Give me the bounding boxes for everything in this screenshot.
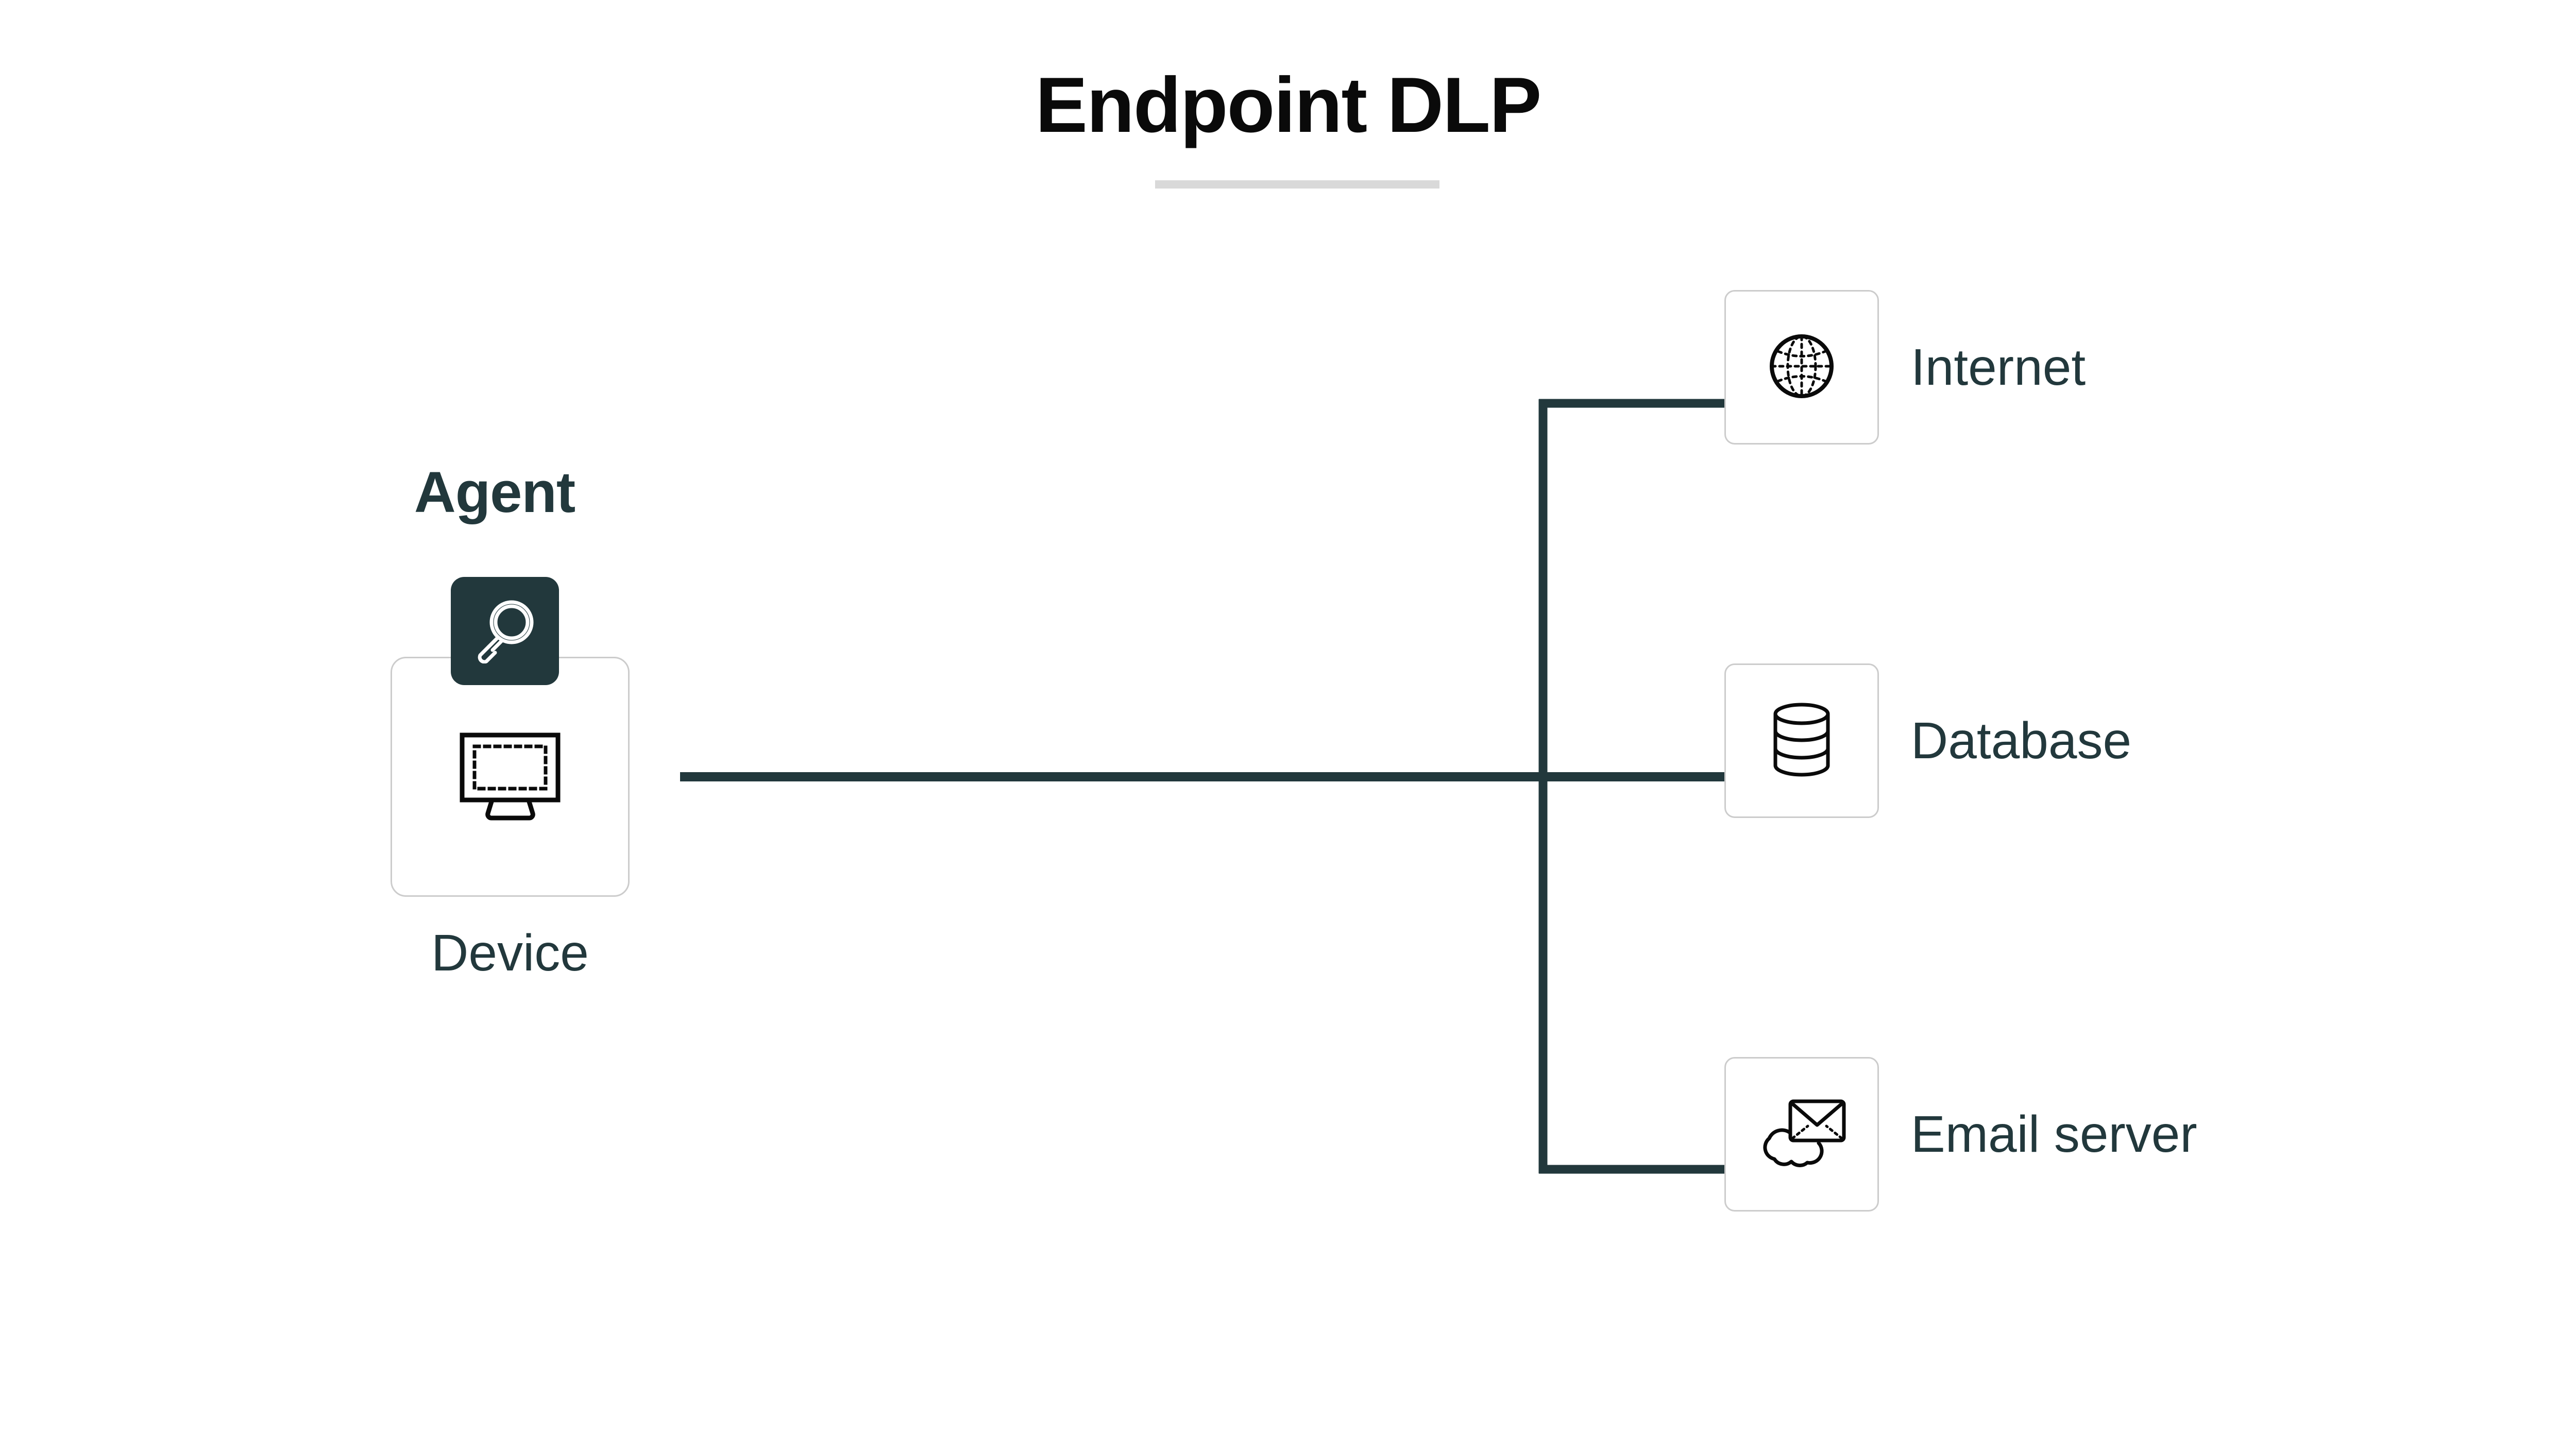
database-card[interactable] [1724, 663, 1879, 818]
email-server-label: Email server [1911, 1105, 2197, 1163]
database-label: Database [1911, 712, 2132, 770]
title-underline-rule [1155, 180, 1439, 189]
cloud-envelope-icon [1756, 1092, 1847, 1177]
monitor-icon [455, 727, 566, 827]
internet-card[interactable] [1724, 290, 1879, 445]
node-database: Database [1724, 663, 2131, 818]
agent-label: Agent [414, 460, 575, 524]
agent-badge[interactable] [451, 577, 559, 685]
agent-device-group: Agent Device [391, 460, 630, 1010]
globe-icon [1768, 332, 1836, 403]
device-label: Device [431, 924, 589, 982]
database-cylinder-icon [1771, 702, 1833, 780]
page-title: Endpoint DLP [1035, 61, 1542, 149]
magnifier-icon [471, 596, 538, 666]
node-email-server: Email server [1724, 1057, 2197, 1212]
email-server-card[interactable] [1724, 1057, 1879, 1212]
node-internet: Internet [1724, 290, 2086, 445]
device-card[interactable] [391, 657, 630, 897]
internet-label: Internet [1911, 338, 2086, 396]
